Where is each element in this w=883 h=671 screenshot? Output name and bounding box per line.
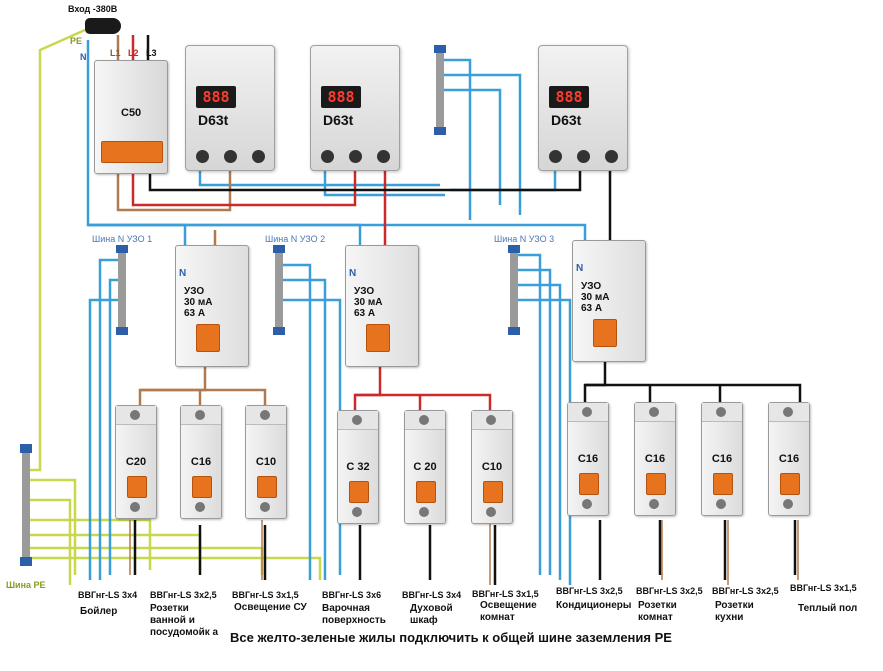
dest-label-8: Розетки комнат [638,600,677,623]
voltage-relay-3: 888 D63t [538,45,628,171]
cable-label-3: ВВГнг-LS 3х1,5 [232,590,299,600]
voltage-relay-2: 888 D63t [310,45,400,171]
breaker-rating: C16 [778,453,800,465]
cable-label-4: ВВГнг-LS 3х6 [322,590,382,600]
rcd-current: 30 мА [184,297,213,308]
pe-bus-bar [20,444,32,566]
dest-label-9: Розетки кухни [715,600,754,623]
relay-display: 888 [549,86,589,108]
breaker-rating: C10 [255,456,277,468]
cable-label-5: ВВГнг-LS 3х4 [402,590,462,600]
rcd-rating: 63 А [184,308,206,319]
rcd-current: 30 мА [581,292,610,303]
rcd-handle [593,319,617,347]
circuit-breaker-2: C16 [180,405,222,519]
brown-phase-stubs [129,520,799,585]
breaker-rating: C16 [190,456,212,468]
main-breaker: C50 [94,60,168,174]
rcd-rating: 63 А [581,303,603,314]
relay-name: D63t [551,112,582,128]
circuit-breaker-5: C 20 [404,410,446,524]
input-label: Вход -380В [68,4,118,14]
cable-label-10: ВВГнг-LS 3х1,5 [790,583,857,593]
circuit-breaker-7: C16 [567,402,609,516]
circuit-breaker-4: C 32 [337,410,379,524]
dest-label-2: Розетки ванной и посудомойк а [150,603,219,638]
main-breaker-handles [101,141,163,163]
rcd-rating: 63 А [354,308,376,319]
footer-note: Все желто-зеленые жилы подключить к обще… [230,630,672,645]
l3-phase-label: L3 [146,48,157,58]
l1-phase-label: L1 [110,48,121,58]
rcd-handle [366,324,390,352]
rcd-current: 30 мА [354,297,383,308]
dest-label-4: Варочная поверхность [322,603,386,626]
circuit-breaker-1: C20 [115,405,157,519]
dest-label-7: Кондиционеры [556,600,632,611]
relay-display: 888 [196,86,236,108]
input-plug [85,18,121,34]
circuit-breaker-8: C16 [634,402,676,516]
rcd-name: УЗО [581,281,602,292]
dest-label-5: Духовой шкаф [410,603,453,626]
dest-label-1: Бойлер [80,606,118,617]
voltage-relay-1: 888 D63t [185,45,275,171]
pe-bus-label: Шина PE [6,580,46,590]
breaker-rating: C16 [711,453,733,465]
rcd-name: УЗО [184,286,205,297]
breaker-rating: C16 [644,453,666,465]
circuit-breaker-6: C10 [471,410,513,524]
breaker-rating: C 20 [413,461,437,473]
n-bus-label-3: Шина N УЗО 3 [494,234,555,244]
relay-display: 888 [321,86,361,108]
outgoing-cables [133,520,797,585]
cable-label-2: ВВГнг-LS 3х2,5 [150,590,217,600]
n-bus-bars [116,45,520,335]
cable-label-9: ВВГнг-LS 3х2,5 [712,586,779,596]
circuit-breaker-3: C10 [245,405,287,519]
l2-wires [131,35,492,410]
breaker-rating: C16 [577,453,599,465]
circuit-breaker-9: C16 [701,402,743,516]
n-bus-bar [436,50,444,130]
n-bus-bar [275,250,283,330]
relay-name: D63t [323,112,354,128]
dest-label-3: Освещение СУ [234,602,307,613]
cable-label-6: ВВГнг-LS 3х1,5 [472,589,539,599]
cable-label-7: ВВГнг-LS 3х2,5 [556,586,623,596]
relay-name: D63t [198,112,229,128]
breaker-rating: C 32 [346,461,370,473]
dest-label-10: Теплый пол [798,603,858,614]
pe-phase-label: PE [70,36,83,46]
cable-label-8: ВВГнг-LS 3х2,5 [636,586,703,596]
n-phase-label: N [80,52,87,62]
rcd-n-label: N [576,263,584,274]
rcd-n-label: N [179,268,187,279]
cable-label-1: ВВГнг-LS 3х4 [78,590,138,600]
circuit-breaker-10: C16 [768,402,810,516]
dest-label-6: Освещение комнат [480,600,537,623]
main-breaker-rating: C50 [121,107,142,119]
rcd-n-label: N [349,268,357,279]
n-bus-label-1: Шина N УЗО 1 [92,234,153,244]
l3-wires [146,35,802,405]
rcd-name: УЗО [354,286,375,297]
rcd-handle [196,324,220,352]
n-bus-bar [118,250,126,330]
breaker-rating: C20 [125,456,147,468]
breaker-rating: C10 [481,461,503,473]
l2-phase-label: L2 [128,48,139,58]
n-bus-bar [510,250,518,330]
n-bus-label-2: Шина N УЗО 2 [265,234,326,244]
